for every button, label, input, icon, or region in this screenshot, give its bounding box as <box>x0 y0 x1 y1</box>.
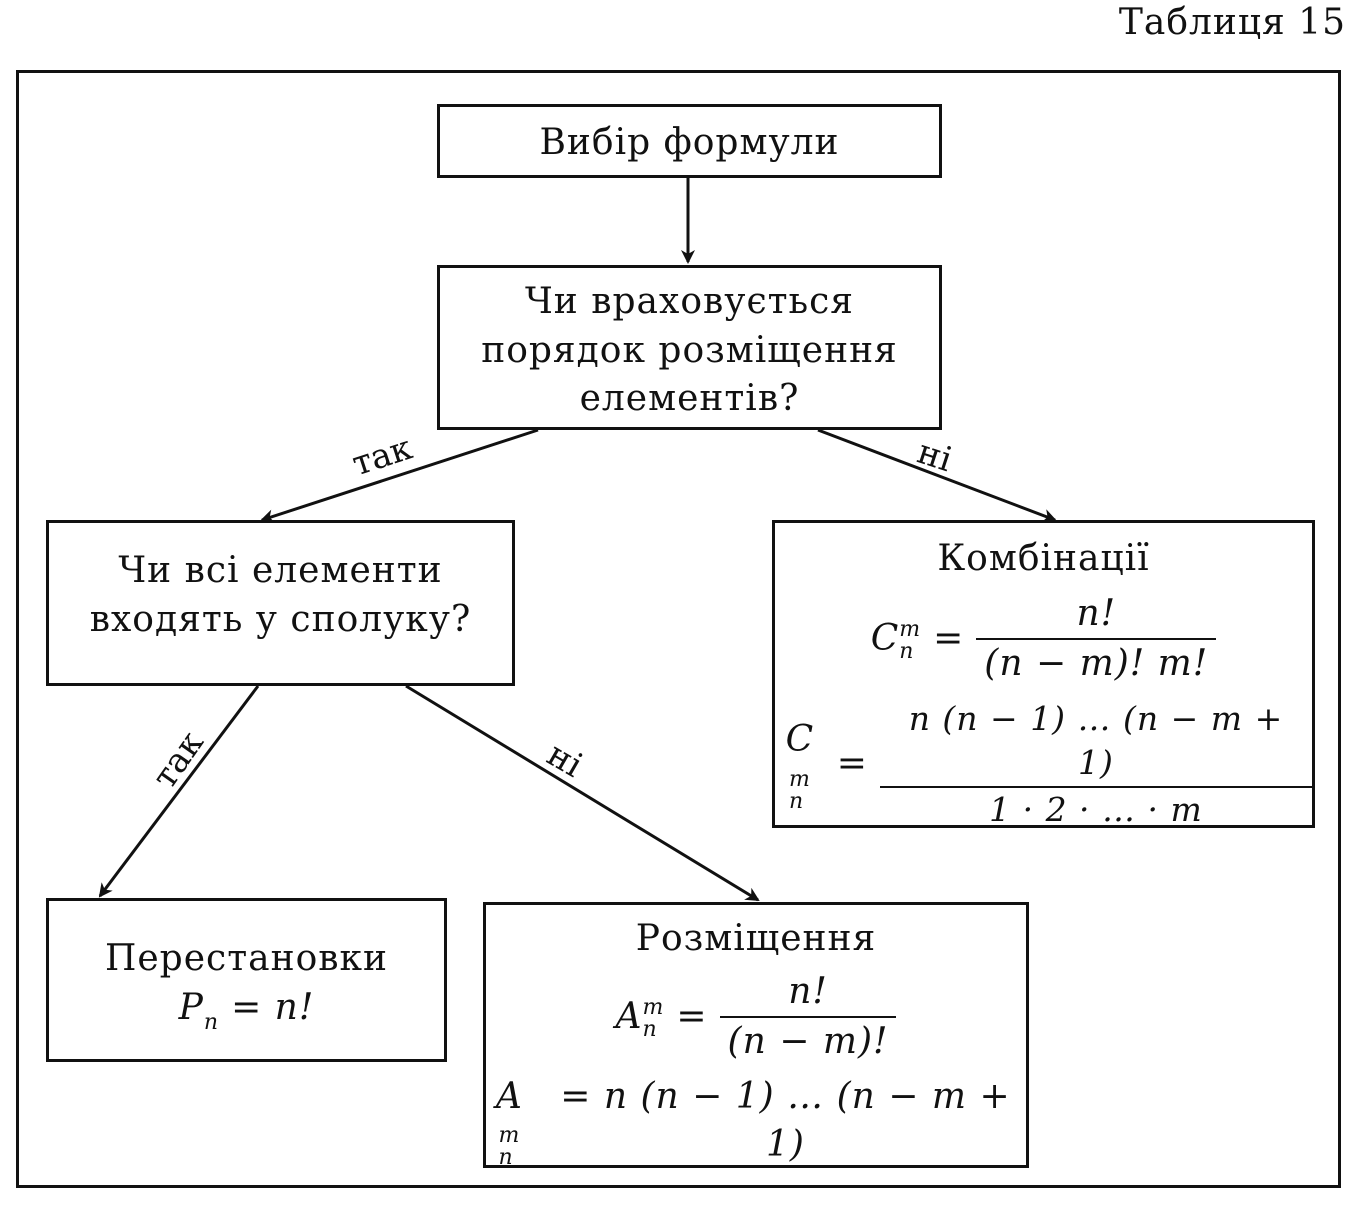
arrow-all-no <box>405 684 760 902</box>
node-choose-formula-text: Вибір формули <box>539 122 840 163</box>
arrow-order-no <box>817 428 1057 523</box>
combinations-title: Комбінації <box>937 538 1150 579</box>
node-choose-formula: Вибір формули <box>437 104 942 178</box>
arrangements-fraction: n! (n − m)! <box>719 968 897 1067</box>
arrangements-title: Розміщення <box>635 918 877 959</box>
node-order-question: Чи враховується порядок розміщення елеме… <box>437 265 942 430</box>
diagram-frame <box>16 70 1341 1188</box>
node-all-question-text: Чи всі елементи входять у сполуку? <box>89 550 472 640</box>
node-order-question-text: Чи враховується порядок розміщення елеме… <box>481 281 898 420</box>
node-all-question: Чи всі елементи входять у сполуку? <box>46 520 515 686</box>
combinations-fraction-1: n! (n − m)! m! <box>976 590 1217 689</box>
table-label: Таблиця 15 <box>1118 2 1346 43</box>
arrow-all-yes <box>98 685 260 898</box>
combinations-fraction-2: n (n − 1) … (n − m + 1) 1 · 2 · … · m <box>879 697 1312 833</box>
permutations-title: Перестановки <box>104 938 389 979</box>
arrow-order-yes <box>260 428 539 523</box>
